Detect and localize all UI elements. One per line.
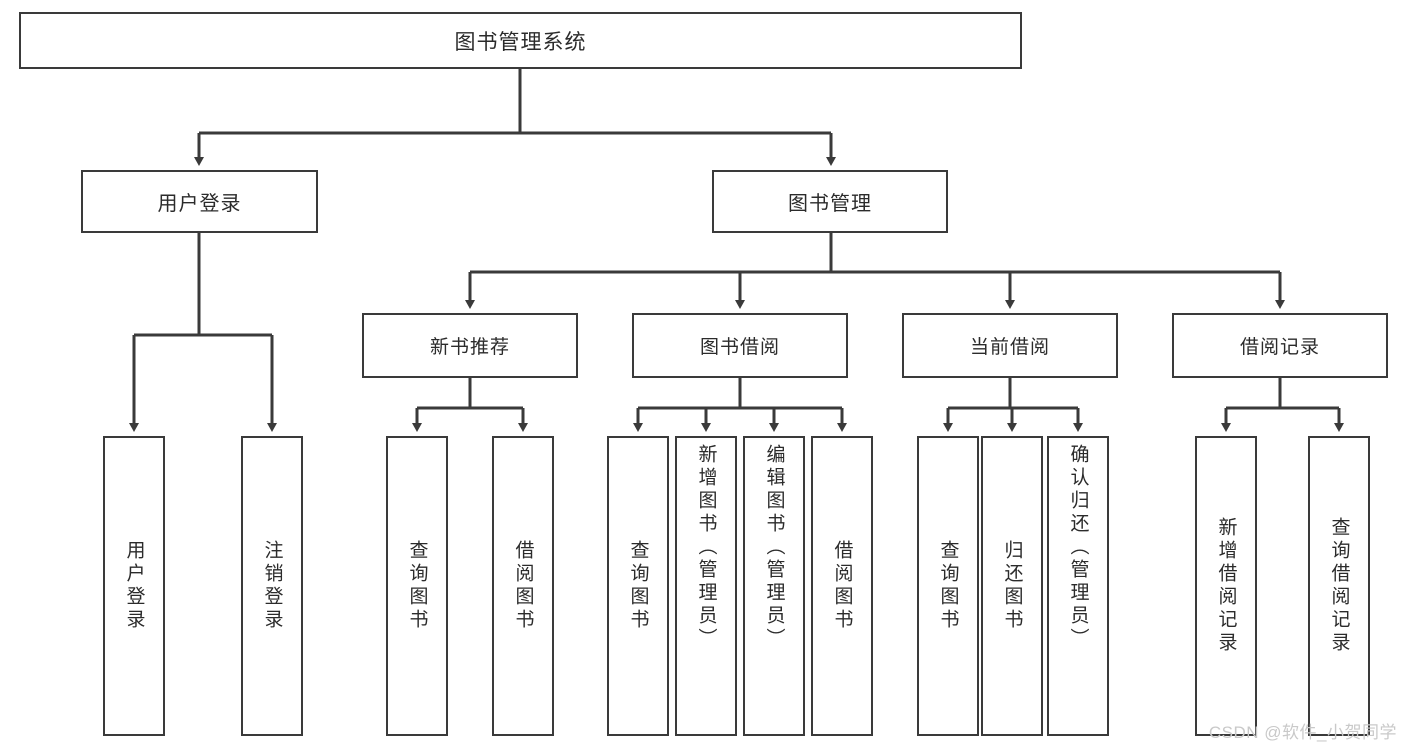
leaf-new-book-search[interactable]: 查询图书 bbox=[386, 436, 448, 736]
node-borrow-record[interactable]: 借阅记录 bbox=[1172, 313, 1388, 378]
node-label: 图书管理系统 bbox=[454, 30, 587, 54]
node-label: 用户登录 bbox=[123, 540, 145, 632]
node-label: 当前借阅 bbox=[969, 337, 1050, 358]
node-label: 借阅记录 bbox=[1239, 337, 1320, 358]
leaf-user-login-login[interactable]: 用户登录 bbox=[103, 436, 165, 736]
node-label: 查询图书 bbox=[406, 540, 428, 632]
node-label: 查询图书 bbox=[627, 540, 649, 632]
node-new-book-recommend[interactable]: 新书推荐 bbox=[362, 313, 578, 378]
leaf-book-borrow-edit[interactable]: 编辑图书（管理员） bbox=[743, 436, 805, 736]
node-label: 查询借阅记录 bbox=[1328, 517, 1350, 655]
leaf-new-book-borrow[interactable]: 借阅图书 bbox=[492, 436, 554, 736]
node-label: 新书推荐 bbox=[429, 337, 510, 358]
node-user-login[interactable]: 用户登录 bbox=[81, 170, 318, 233]
leaf-current-borrow-return[interactable]: 归还图书 bbox=[981, 436, 1043, 736]
leaf-current-borrow-confirm-return[interactable]: 确认归还（管理员） bbox=[1047, 436, 1109, 736]
node-label: 查询图书 bbox=[937, 540, 959, 632]
leaf-book-borrow-borrow[interactable]: 借阅图书 bbox=[811, 436, 873, 736]
node-book-management[interactable]: 图书管理 bbox=[712, 170, 948, 233]
node-root-system[interactable]: 图书管理系统 bbox=[19, 12, 1022, 69]
node-label: 注销登录 bbox=[261, 540, 283, 632]
node-label: 新增图书（管理员） bbox=[695, 444, 717, 651]
watermark-text: CSDN @软件_小贺同学 bbox=[1208, 723, 1397, 742]
node-label: 借阅图书 bbox=[512, 540, 534, 632]
node-label: 用户登录 bbox=[157, 193, 242, 215]
node-label: 归还图书 bbox=[1001, 540, 1023, 632]
node-book-borrow[interactable]: 图书借阅 bbox=[632, 313, 848, 378]
node-label: 编辑图书（管理员） bbox=[763, 444, 785, 651]
leaf-book-borrow-search[interactable]: 查询图书 bbox=[607, 436, 669, 736]
node-label: 图书管理 bbox=[788, 193, 872, 215]
leaf-book-borrow-add[interactable]: 新增图书（管理员） bbox=[675, 436, 737, 736]
node-label: 确认归还（管理员） bbox=[1067, 444, 1089, 651]
node-label: 图书借阅 bbox=[699, 337, 780, 358]
node-label: 新增借阅记录 bbox=[1215, 517, 1237, 655]
leaf-user-login-logout[interactable]: 注销登录 bbox=[241, 436, 303, 736]
node-current-borrow[interactable]: 当前借阅 bbox=[902, 313, 1118, 378]
leaf-borrow-record-add[interactable]: 新增借阅记录 bbox=[1195, 436, 1257, 736]
node-label: 借阅图书 bbox=[831, 540, 853, 632]
leaf-borrow-record-search[interactable]: 查询借阅记录 bbox=[1308, 436, 1370, 736]
leaf-current-borrow-search[interactable]: 查询图书 bbox=[917, 436, 979, 736]
